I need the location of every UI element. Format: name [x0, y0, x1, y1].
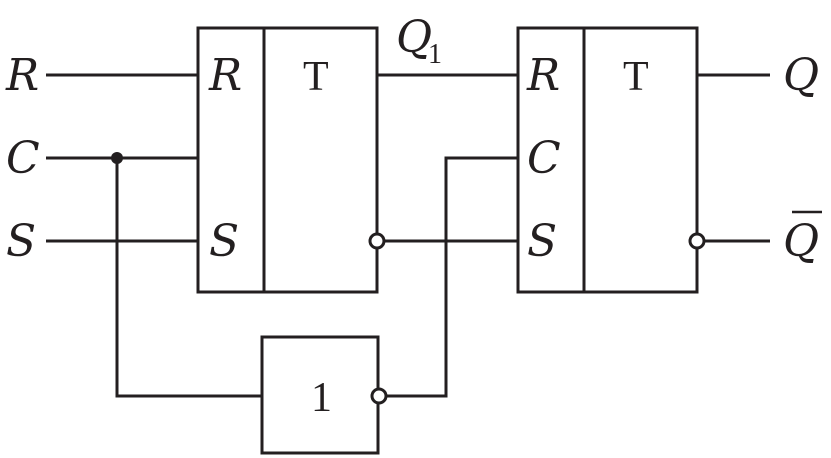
ff2-body [516, 26, 699, 294]
ff2-pin-s: S [527, 216, 557, 267]
junction-dot [111, 152, 123, 164]
inverter-gate: 1 [260, 335, 388, 455]
wire-c-to-inverter [115, 158, 262, 398]
output-q-label: Q [783, 50, 819, 101]
inverter-label: 1 [311, 375, 332, 421]
ff1-pin-r: R [208, 50, 242, 101]
ff1-body [196, 26, 379, 294]
ff2-pin-c: C [527, 133, 561, 184]
flip-flop-1: R S T [196, 26, 386, 294]
wire-inverter-to-ff2-c [386, 156, 518, 398]
ff1-inversion-bubble [368, 232, 386, 250]
wires [46, 73, 770, 398]
input-r-label: R [5, 50, 39, 101]
q1-subscript: 1 [428, 39, 442, 70]
signal-labels: R C S Q 1 Q Q [5, 12, 822, 267]
output-qbar-label: Q [783, 216, 819, 267]
inverter-output-bubble [370, 387, 388, 405]
ff2-inversion-bubble [688, 232, 706, 250]
input-c-label: C [6, 133, 40, 184]
ff2-type-label: T [623, 54, 649, 100]
input-s-label: S [6, 216, 36, 267]
ff2-pin-r: R [526, 50, 560, 101]
ff1-type-label: T [303, 54, 329, 100]
q1-label: Q [396, 12, 432, 63]
flip-flop-2: R C S T [516, 26, 706, 294]
ff1-pin-s: S [209, 216, 239, 267]
